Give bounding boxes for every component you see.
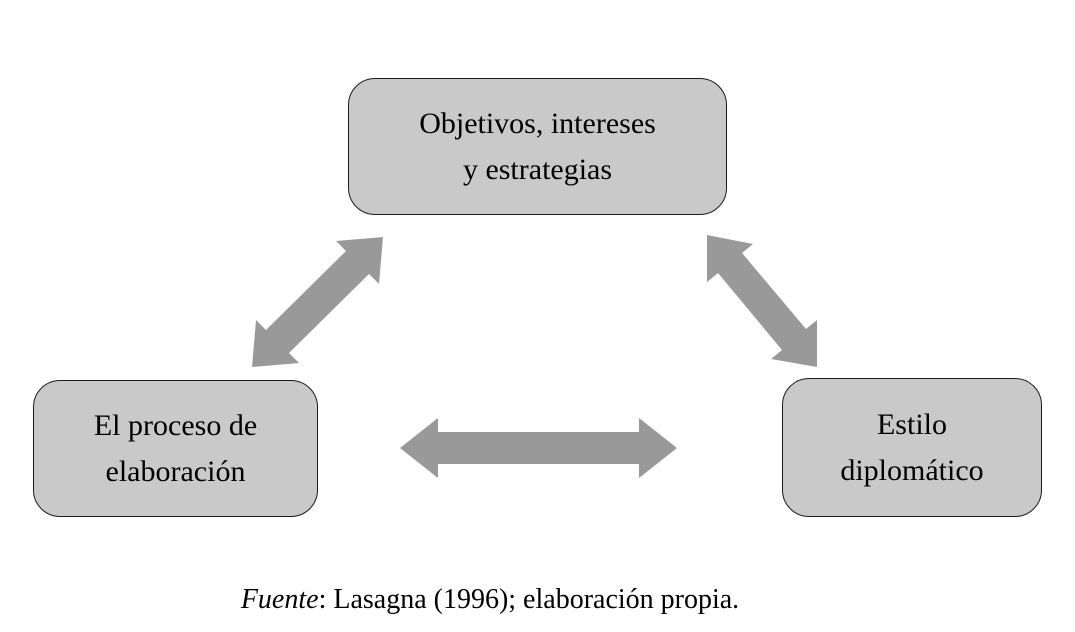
- node-label-line: y estrategias: [462, 152, 613, 186]
- node-label-line: El proceso de: [93, 408, 258, 442]
- caption-source-text: : Lasagna (1996); elaboración propia.: [318, 584, 740, 615]
- node-label-line: elaboración: [105, 454, 246, 488]
- node-label-line: Objetivos, intereses: [419, 106, 656, 140]
- node-label-line: diplomático: [840, 453, 984, 487]
- node-estilo-diplomatico: Estilo diplomático: [782, 378, 1042, 517]
- double-arrow-proceso-objetivos-icon: [252, 237, 383, 367]
- caption-source-label: Fuente: [240, 584, 319, 615]
- double-arrow-proceso-estilo-icon: [400, 418, 677, 478]
- node-label-line: Estilo: [876, 407, 947, 441]
- node-el-proceso-de-elaboracion: El proceso de elaboración: [33, 380, 318, 517]
- double-arrow-objetivos-estilo-icon: [707, 235, 817, 367]
- source-caption: Fuente: Lasagna (1996); elaboración prop…: [0, 583, 980, 617]
- node-objetivos-intereses-estrategias: Objetivos, intereses y estrategias: [348, 78, 727, 215]
